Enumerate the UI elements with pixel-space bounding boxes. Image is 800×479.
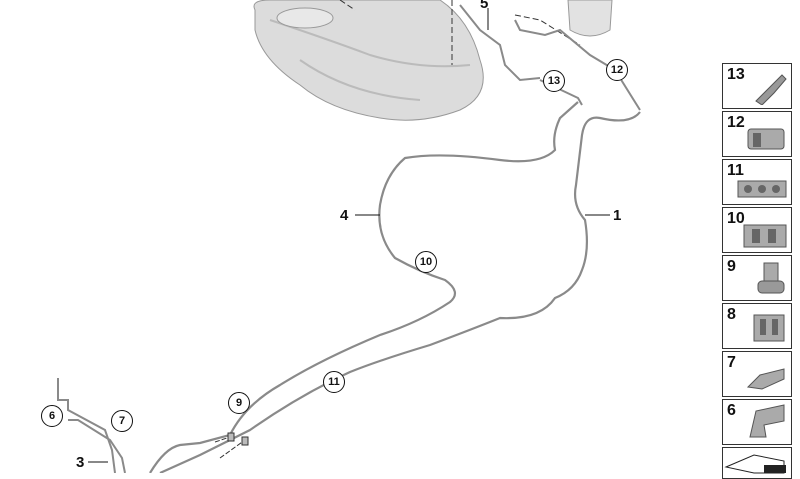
legend-number: 13 [727, 66, 745, 83]
callout-1: 1 [613, 207, 622, 224]
legend-part-9[interactable]: 9 [722, 255, 792, 301]
callout-3: 3 [76, 454, 85, 471]
upper-lines [459, 4, 641, 111]
callout-9: 9 [228, 392, 250, 414]
clip-7-icon [746, 368, 785, 390]
legend-part-6[interactable]: 6 [722, 399, 792, 445]
legend-part-7[interactable]: 7 [722, 351, 792, 397]
legend-part-10[interactable]: 10 [722, 207, 792, 253]
callout-6: 6 [41, 405, 63, 427]
legend-part-8[interactable]: 8 [722, 303, 792, 349]
legend-part-12[interactable]: 12 [722, 111, 792, 157]
callout-4: 4 [340, 207, 349, 224]
connectors [214, 432, 249, 459]
legend-number: 7 [727, 354, 736, 371]
pipe-4 [149, 101, 579, 473]
legend-part-13[interactable]: 13 [722, 63, 792, 109]
callout-7: 7 [111, 410, 133, 432]
clip-12-icon [747, 128, 785, 150]
clip-13-icon [755, 74, 787, 105]
legend-number: 11 [727, 162, 744, 179]
pipe-3 [57, 378, 126, 473]
clip-6-icon [749, 404, 785, 438]
legend-number: 6 [727, 402, 736, 419]
clip-9-icon [757, 262, 785, 294]
legend-number: 8 [727, 306, 736, 323]
misc-part-icon [724, 454, 786, 474]
canister [514, 0, 613, 46]
callout-12: 12 [606, 59, 628, 81]
clip-11-icon [737, 180, 787, 198]
legend-part-misc[interactable] [722, 447, 792, 479]
legend-part-11[interactable]: 11 [722, 159, 792, 205]
callout-13: 13 [543, 70, 565, 92]
clip-10-icon [743, 224, 787, 248]
pipe-1 [159, 111, 641, 473]
callout-5: 5 [480, 0, 489, 12]
clip-8-icon [753, 314, 785, 342]
legend-number: 9 [727, 258, 736, 275]
fuel-tank [253, 0, 484, 121]
legend-number: 10 [727, 210, 745, 227]
legend-number: 12 [727, 114, 745, 131]
callout-10: 10 [415, 251, 437, 273]
callout-11: 11 [323, 371, 345, 393]
leader-lines [88, 8, 610, 463]
